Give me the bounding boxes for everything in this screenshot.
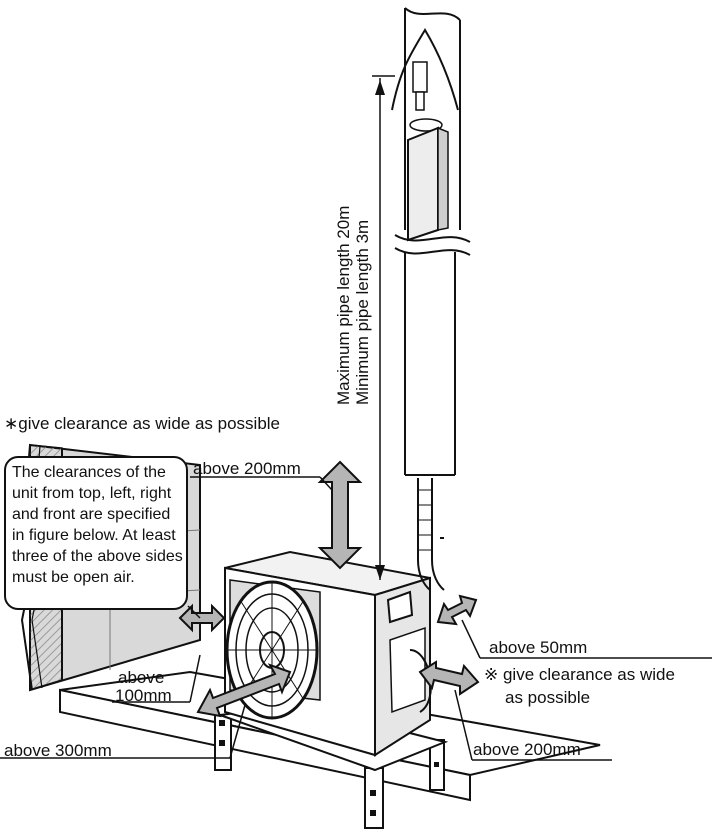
general-clearance-note: ∗give clearance as wide as possible bbox=[4, 414, 281, 433]
clearance-arrow-right-bottom bbox=[418, 660, 480, 696]
pipe-max-label: Maximum pipe length 20m bbox=[334, 205, 353, 405]
clearance-arrow-front bbox=[196, 663, 292, 718]
clearance-left-label-1: above bbox=[118, 668, 165, 687]
clearance-right-note-2: as possible bbox=[505, 688, 591, 707]
clearance-left-label-2: 100mm bbox=[115, 686, 172, 705]
clearance-right-note-1: ※ give clearance as wide bbox=[484, 665, 675, 684]
note-box-line: unit from top, left, right bbox=[12, 485, 172, 502]
note-box-line: The clearances of the bbox=[12, 464, 166, 481]
note-box-line: three of the above sides bbox=[12, 548, 183, 565]
clearance-note-box: The clearances of the unit from top, lef… bbox=[4, 456, 188, 610]
clearance-front-label: above 300mm bbox=[4, 741, 112, 760]
clearance-right-bottom-label: above 200mm bbox=[473, 740, 581, 759]
pipe-length-dimension bbox=[372, 75, 395, 580]
clearance-top-label: above 200mm bbox=[193, 459, 301, 478]
clearance-right-top-label: above 50mm bbox=[489, 638, 588, 657]
note-box-line: must be open air. bbox=[12, 569, 135, 586]
clearance-arrow-top bbox=[317, 460, 363, 570]
pipe-length-label: Maximum pipe length 20m Minimum pipe len… bbox=[334, 205, 564, 405]
note-box-line: in figure below. At least bbox=[12, 527, 176, 544]
pipe-min-label: Minimum pipe length 3m bbox=[353, 219, 372, 405]
note-box-line: and front are specified bbox=[12, 506, 171, 523]
pipe-assembly bbox=[391, 0, 471, 591]
clearance-arrow-right-top bbox=[436, 594, 478, 626]
leader-lines bbox=[0, 476, 712, 761]
